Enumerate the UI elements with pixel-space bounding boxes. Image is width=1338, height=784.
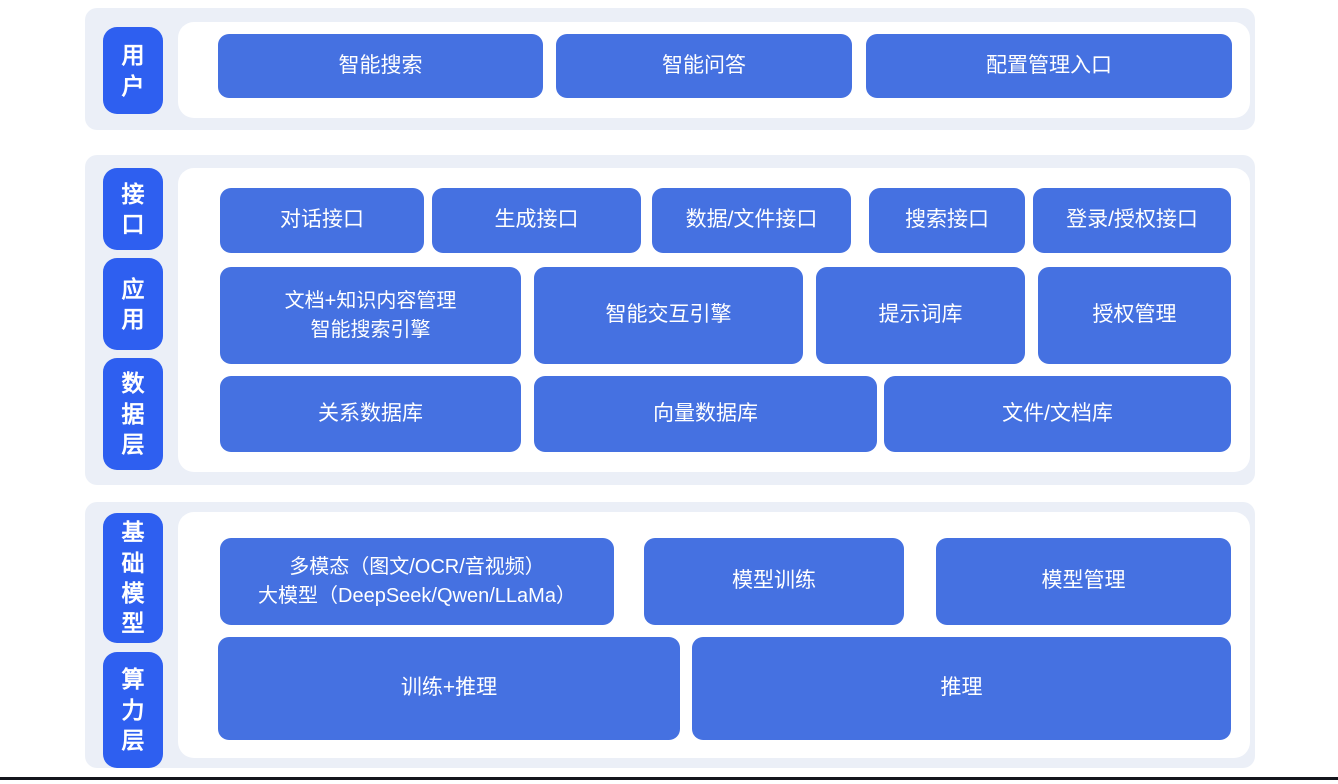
interface-layer-label-text: 接口 <box>121 180 145 237</box>
inference-label: 推理 <box>940 676 983 700</box>
multimodal-llm-label-line2: 大模型（DeepSeek/Qwen/LLaMa） <box>258 584 576 607</box>
config-entry-button: 配置管理入口 <box>866 34 1232 98</box>
bottom-rule <box>0 777 1338 780</box>
config-entry-label: 配置管理入口 <box>986 53 1112 77</box>
generation-api-button: 生成接口 <box>432 188 641 253</box>
vector-db-label: 向量数据库 <box>653 401 758 425</box>
relational-db-button: 关系数据库 <box>220 376 521 452</box>
interaction-engine-button: 智能交互引擎 <box>534 267 803 364</box>
compute-layer-label: 算力层 <box>103 652 163 768</box>
file-doc-store-button: 文件/文档库 <box>884 376 1231 452</box>
data-file-api-button: 数据/文件接口 <box>652 188 851 253</box>
smart-qa-button: 智能问答 <box>556 34 852 98</box>
auth-management-button: 授权管理 <box>1038 267 1231 364</box>
search-api-button: 搜索接口 <box>869 188 1025 253</box>
model-training-label: 模型训练 <box>732 569 816 593</box>
doc-knowledge-label-line2: 智能搜索引擎 <box>310 318 431 341</box>
interface-layer-label: 接口 <box>103 168 163 250</box>
model-training-button: 模型训练 <box>644 538 904 625</box>
login-auth-api-label: 登录/授权接口 <box>1066 208 1198 232</box>
search-api-label: 搜索接口 <box>905 208 989 232</box>
inference-button: 推理 <box>692 637 1231 740</box>
login-auth-api-button: 登录/授权接口 <box>1033 188 1231 253</box>
application-layer-label-text: 应用 <box>121 275 145 332</box>
model-management-button: 模型管理 <box>936 538 1231 625</box>
smart-search-button: 智能搜索 <box>218 34 543 98</box>
doc-knowledge-search-engine-button: 文档+知识内容管理 智能搜索引擎 <box>220 267 521 364</box>
application-layer-label: 应用 <box>103 258 163 350</box>
model-management-label: 模型管理 <box>1041 569 1126 593</box>
doc-knowledge-label-line1: 文档+知识内容管理 <box>284 289 457 312</box>
data-file-api-label: 数据/文件接口 <box>685 208 818 232</box>
prompt-library-label: 提示词库 <box>878 303 963 327</box>
prompt-library-button: 提示词库 <box>816 267 1025 364</box>
data-layer-label: 数据层 <box>103 358 163 470</box>
training-inference-label: 训练+推理 <box>400 676 498 700</box>
user-layer-label: 用户 <box>103 27 163 114</box>
foundation-model-label-text: 基础模型 <box>121 519 145 637</box>
vector-db-button: 向量数据库 <box>534 376 877 452</box>
multimodal-llm-button: 多模态（图文/OCR/音视频） 大模型（DeepSeek/Qwen/LLaMa） <box>220 538 614 625</box>
compute-layer-label-text: 算力层 <box>121 666 145 754</box>
generation-api-label: 生成接口 <box>494 208 579 232</box>
foundation-model-label: 基础模型 <box>103 513 163 643</box>
auth-management-label: 授权管理 <box>1092 303 1177 327</box>
data-layer-label-text: 数据层 <box>121 370 145 458</box>
interaction-engine-label: 智能交互引擎 <box>605 303 732 327</box>
smart-search-label: 智能搜索 <box>338 53 423 77</box>
smart-qa-label: 智能问答 <box>662 53 746 77</box>
dialog-api-button: 对话接口 <box>220 188 424 253</box>
training-inference-button: 训练+推理 <box>218 637 680 740</box>
multimodal-llm-label-line1: 多模态（图文/OCR/音视频） <box>289 555 545 578</box>
user-layer-label-text: 用户 <box>121 42 145 99</box>
file-doc-store-label: 文件/文档库 <box>1002 401 1113 425</box>
relational-db-label: 关系数据库 <box>318 401 423 425</box>
dialog-api-label: 对话接口 <box>280 208 364 232</box>
